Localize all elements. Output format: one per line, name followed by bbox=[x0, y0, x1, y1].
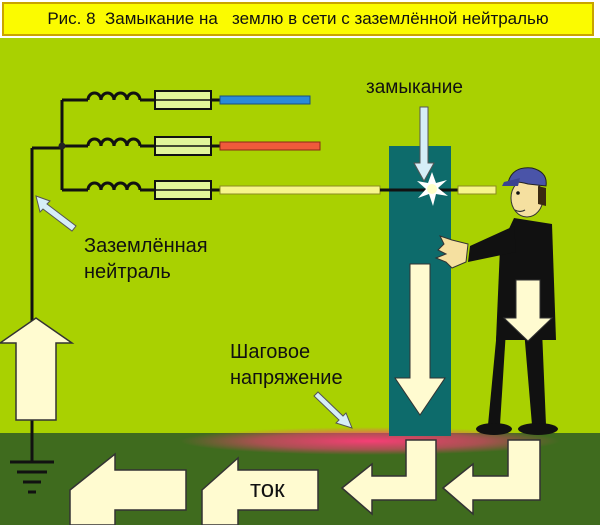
pole-down-arrow bbox=[394, 263, 446, 416]
ground-current-arrow bbox=[441, 439, 541, 516]
step-voltage-label-line2: напряжение bbox=[230, 367, 343, 389]
step-voltage-label-line1: Шаговое bbox=[230, 341, 310, 363]
current-label: ток bbox=[250, 476, 285, 503]
spark-icon bbox=[417, 172, 448, 206]
phase-wire-yellow-end bbox=[457, 185, 497, 195]
step-voltage-pointer-arrow bbox=[313, 391, 353, 429]
ground-current-arrow bbox=[201, 456, 319, 525]
worker-down-arrow bbox=[502, 279, 554, 342]
ground-current-arrow bbox=[340, 439, 437, 516]
fault-label: замыкание bbox=[366, 77, 463, 98]
inductor-coil-icon bbox=[86, 91, 142, 101]
grounded-neutral-label-line1: Заземлённая bbox=[84, 235, 208, 257]
inductor-coil-icon bbox=[86, 137, 142, 147]
phase-wire-yellow bbox=[219, 185, 381, 195]
fuse-icon bbox=[154, 136, 212, 156]
worker-figure-icon bbox=[434, 167, 558, 435]
neutral-pointer-arrow bbox=[35, 195, 77, 232]
phase-wire-blue bbox=[219, 95, 311, 105]
ground-current-arrow bbox=[69, 452, 187, 525]
step-voltage-glow bbox=[180, 427, 560, 455]
fault-pointer-arrow bbox=[413, 106, 435, 183]
phase-wire-red bbox=[219, 141, 321, 151]
figure-title: Рис. 8 Замыкание на землю в сети с зазем… bbox=[2, 2, 594, 36]
neutral-up-arrow bbox=[0, 317, 75, 421]
neutral-junction bbox=[58, 142, 66, 150]
fuse-icon bbox=[154, 180, 212, 200]
grounded-neutral-label-line2: нейтраль bbox=[84, 261, 171, 283]
fuse-icon bbox=[154, 90, 212, 110]
inductor-coil-icon bbox=[86, 181, 142, 191]
ground-icon bbox=[10, 460, 54, 494]
